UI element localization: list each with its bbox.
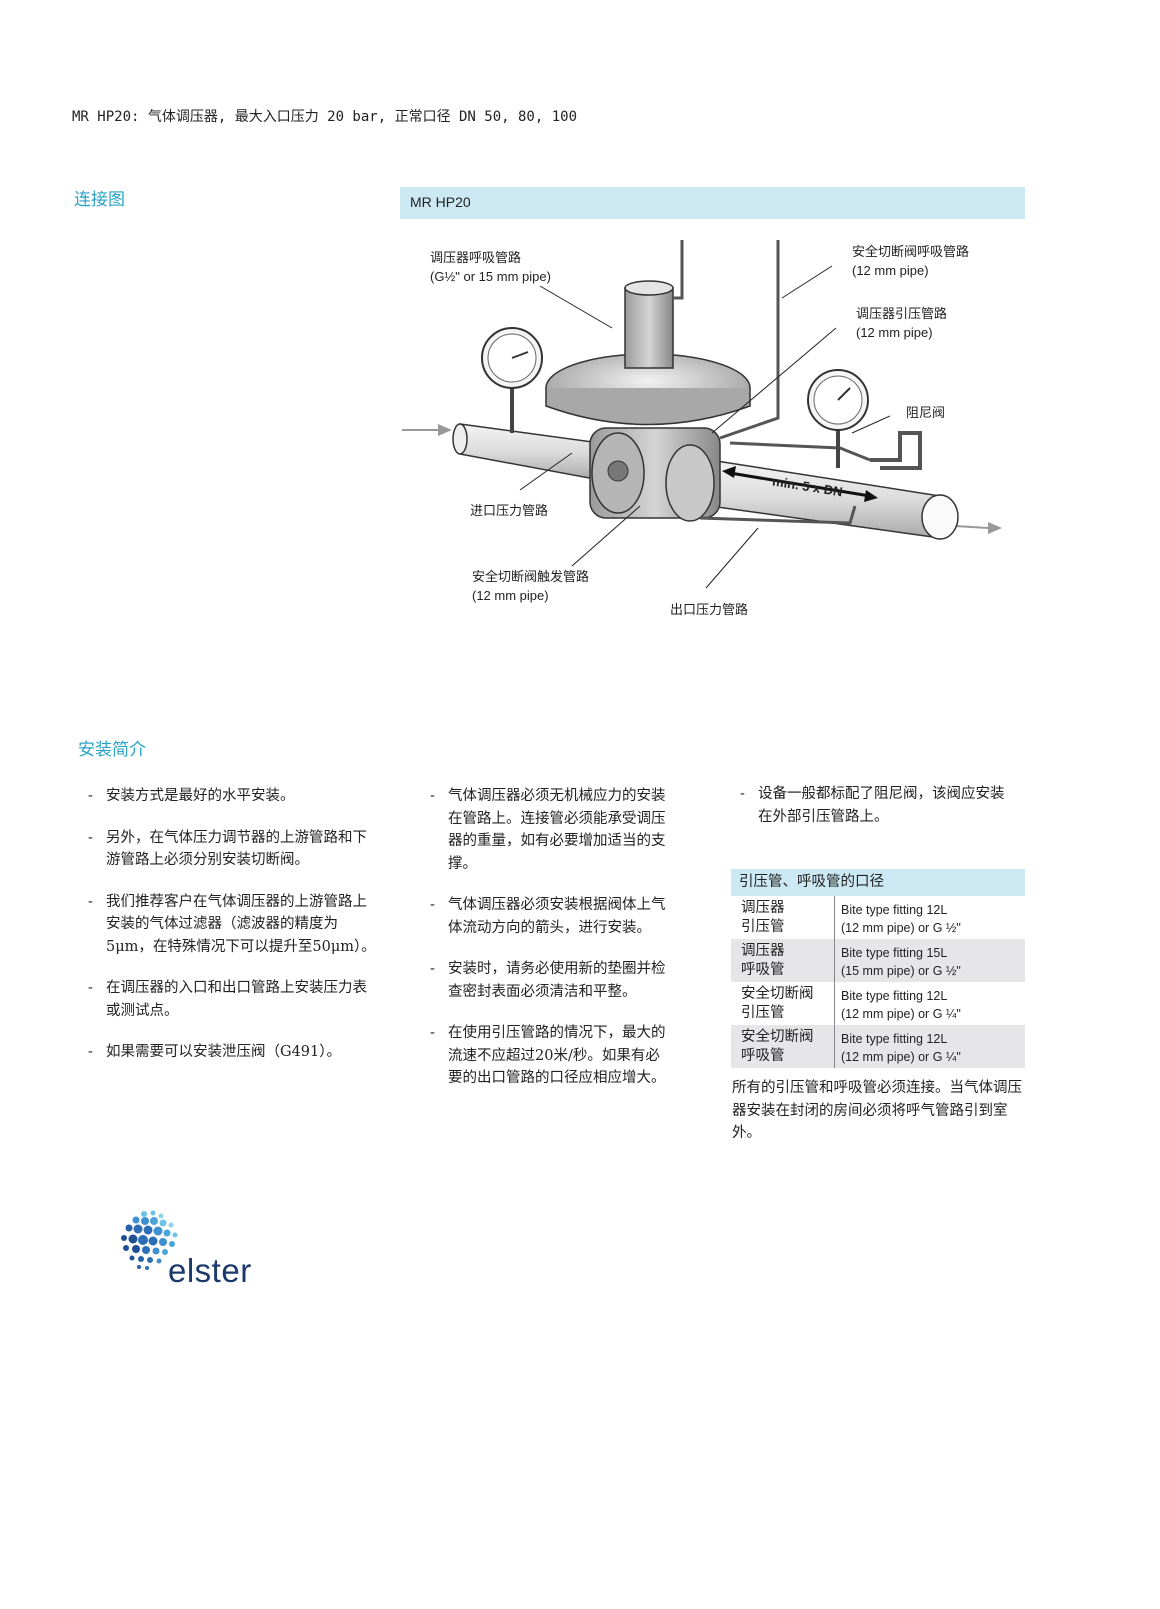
table-key-cell: 安全切断阀引压管 [731,982,835,1025]
install-column-1: -安装方式是最好的水平安装。 -另外，在气体压力调节器的上游管路和下游管路上必须… [88,785,378,1083]
label-regulator-breather: 调压器呼吸管路 (G½" or 15 mm pipe) [430,250,551,286]
list-item-text: 如果需要可以安装泄压阀（G491）。 [106,1044,342,1060]
list-item: -设备一般都标配了阻尼阀，该阀应安装在外部引压管路上。 [740,786,1005,825]
label-regulator-impulse-sub: (12 mm pipe) [856,325,933,340]
list-item-text: 在调压器的入口和出口管路上安装压力表或测试点。 [106,980,367,1019]
leader-lines [519,265,891,589]
elster-logo-text: elster [168,1252,252,1289]
diagram-title: MR HP20 [410,194,471,210]
table-value-cell: Bite type fitting 15L (15 mm pipe) or G ½… [835,939,1025,982]
pipe-size-table: 引压管、呼吸管的口径 调压器引压管 Bite type fitting 12L(… [731,869,1025,1068]
key-line: 安全切断阀 [741,1029,814,1045]
table-row: 调压器引压管 Bite type fitting 12L (12 mm pipe)… [731,896,1025,939]
table-title: 引压管、呼吸管的口径 [731,869,1025,896]
impulse-pipe [729,441,871,462]
connection-note: 所有的引压管和呼吸管必须连接。当气体调压器安装在封闭的房间必须将呼气管路引到室外… [732,1080,1022,1141]
regulator-connection-diagram [402,240,1002,589]
value-line: (12 mm pipe) or G ¼" [841,1050,961,1064]
document-header: MR HP20: 气体调压器, 最大入口压力 20 bar, 正常口径 DN 5… [72,109,578,125]
list-item: -如果需要可以安装泄压阀（G491）。 [88,1044,342,1060]
list-item-text: 另外，在气体压力调节器的上游管路和下游管路上必须分别安装切断阀。 [106,829,367,869]
trigger-pipe [699,505,857,525]
damper-loop [870,431,922,470]
label-inlet-pressure: 进口压力管路 [470,504,549,519]
label-ssv-trigger-text: 安全切断阀触发管路 [472,570,590,585]
label-regulator-impulse: 调压器引压管路 (12 mm pipe) [856,306,947,342]
list-item: -在调压器的入口和出口管路上安装压力表或测试点。 [88,980,367,1019]
outlet-pipe-end [921,494,959,540]
label-ssv-breather-text: 安全切断阀呼吸管路 [852,245,970,260]
elster-logo-icon [121,1210,178,1270]
table-value-cell: Bite type fitting 12L (12 mm pipe) or G ¼… [835,982,1025,1025]
list-item: -气体调压器必须安装根据阀体上气体流动方向的箭头，进行安装。 [430,897,666,936]
list-item: -另外，在气体压力调节器的上游管路和下游管路上必须分别安装切断阀。 [88,829,367,869]
flow-out-arrow [954,522,1002,534]
table-value-cell: Bite type fitting 12L (12 mm pipe) or G ½… [835,896,1025,939]
key-line: 呼吸管 [741,962,785,978]
list-item: -安装方式是最好的水平安装。 [88,788,295,804]
table-row: 调压器呼吸管 Bite type fitting 15L (15 mm pipe)… [731,939,1025,982]
value-line: (15 mm pipe) or G ½" [841,964,961,978]
label-ssv-breather: 安全切断阀呼吸管路 (12 mm pipe) [852,244,969,280]
value-line: Bite type fitting 12L [841,1032,948,1046]
ssv-breather-pipe [719,240,780,440]
min-distance-arrow [722,466,878,502]
install-column-3: -设备一般都标配了阻尼阀，该阀应安装在外部引压管路上。 [740,783,1005,847]
list-item-text: 安装方式是最好的水平安装。 [106,788,295,804]
spring-housing [624,287,674,369]
key-line: 引压管 [741,919,785,935]
key-line: 呼吸管 [741,1048,785,1064]
label-ssv-trigger-sub: (12 mm pipe) [472,588,549,603]
table-key-cell: 调压器呼吸管 [731,939,835,982]
list-item: -安装时，请务必使用新的垫圈并检查密封表面必须清洁和平整。 [430,961,666,1000]
outlet-pressure-gauge [807,369,869,468]
table-value-cell: Bite type fitting 12L (12 mm pipe) or G ¼… [835,1025,1025,1068]
list-item: -在使用引压管路的情况下，最大的流速不应超过20米/秒。如果有必要的出口管路的口… [430,1025,666,1086]
value-line: Bite type fitting 12L [841,903,948,917]
breather-pipe [673,240,684,300]
label-ssv-breather-sub: (12 mm pipe) [852,263,929,278]
list-item-text: 气体调压器必须安装根据阀体上气体流动方向的箭头，进行安装。 [448,897,666,936]
key-line: 调压器 [741,900,785,916]
install-column-2: -气体调压器必须无机械应力的安装在管路上。连接管必须能承受调压器的重量，如有必要… [430,785,670,1109]
label-outlet-pressure: 出口压力管路 [670,603,749,618]
section-title-connection: 连接图 [74,190,125,210]
table-row: 安全切断阀呼吸管 Bite type fitting 12L (12 mm pip… [731,1025,1025,1068]
list-item-text: 设备一般都标配了阻尼阀，该阀应安装在外部引压管路上。 [758,786,1005,825]
label-ssv-trigger: 安全切断阀触发管路 (12 mm pipe) [472,569,589,605]
key-line: 安全切断阀 [741,986,814,1002]
label-regulator-breather-text: 调压器呼吸管路 [430,251,522,266]
table-key-cell: 调压器引压管 [731,896,835,939]
value-line: (12 mm pipe) or G ½" [841,921,961,935]
section-title-install: 安装简介 [78,740,146,760]
label-damper: 阻尼阀 [906,406,946,421]
value-line: Bite type fitting 12L [841,989,948,1003]
list-item-text: 我们推荐客户在气体调压器的上游管路上安装的气体过滤器（滤波器的精度为5μm，在特… [106,893,376,955]
key-line: 调压器 [741,943,785,959]
list-item: -气体调压器必须无机械应力的安装在管路上。连接管必须能承受调压器的重量，如有必要… [430,788,666,872]
table-key-cell: 安全切断阀呼吸管 [731,1025,835,1068]
list-item-text: 在使用引压管路的情况下，最大的流速不应超过20米/秒。如果有必要的出口管路的口径… [448,1025,666,1086]
list-item-text: 安装时，请务必使用新的垫圈并检查密封表面必须清洁和平整。 [448,961,666,1000]
label-regulator-breather-sub: (G½" or 15 mm pipe) [430,269,551,284]
list-item-text: 气体调压器必须无机械应力的安装在管路上。连接管必须能承受调压器的重量，如有必要增… [448,788,666,872]
table-row: 安全切断阀引压管 Bite type fitting 12L (12 mm pip… [731,982,1025,1025]
list-item: -我们推荐客户在气体调压器的上游管路上安装的气体过滤器（滤波器的精度为5μm，在… [88,893,376,955]
inlet-pipe [459,423,601,481]
diagram-title-bar: MR HP20 [400,187,1025,219]
flow-in-arrow [402,424,452,436]
label-regulator-impulse-text: 调压器引压管路 [856,307,948,322]
value-line: Bite type fitting 15L [841,946,948,960]
key-line: 引压管 [741,1005,785,1021]
value-line: (12 mm pipe) or G ¼" [841,1007,961,1021]
inlet-pressure-gauge [481,327,543,433]
